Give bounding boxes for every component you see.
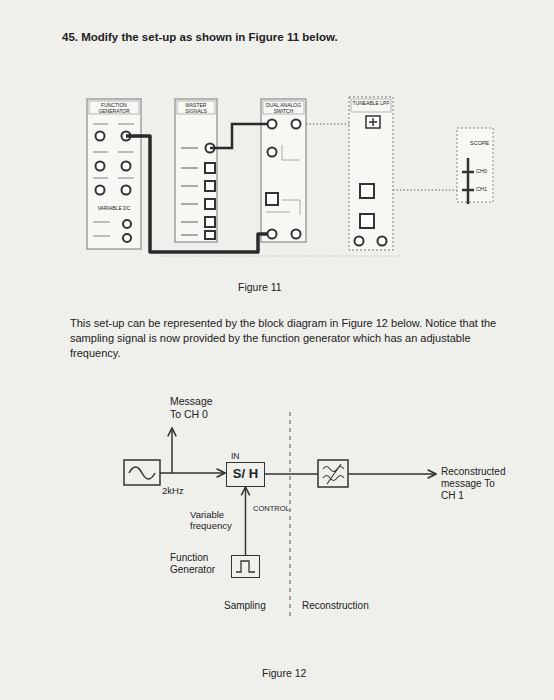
- description-text: This set-up can be represented by the bl…: [70, 316, 510, 361]
- output-label: Reconstructed message To CH 1: [441, 466, 497, 502]
- master-signals-panel: [175, 99, 217, 242]
- heading: 45. Modify the set-up as shown in Figure…: [62, 31, 482, 45]
- frequency-label: 2kHz: [162, 485, 202, 496]
- control-connector: [245, 487, 247, 555]
- sockets: [96, 132, 132, 243]
- function-generator-block: Function Generator: [231, 555, 260, 578]
- low-pass-filter-box: [318, 460, 348, 487]
- sine-source-box: [124, 460, 160, 485]
- panel-name: TUNEABLE LPF: [350, 100, 392, 106]
- square-wave-symbol: [236, 561, 255, 572]
- patch-wire: [306, 123, 349, 124]
- panel-name: FUNCTION GENERATOR: [88, 102, 140, 114]
- node-text: S/ H: [233, 467, 258, 482]
- tuneable-lpf-panel: [349, 97, 393, 250]
- section-label: Sampling: [224, 600, 284, 612]
- controls: [355, 116, 387, 246]
- sockets: [205, 144, 215, 240]
- panel-name: MASTER SIGNALS: [176, 102, 216, 114]
- scope-inputs: [462, 158, 474, 204]
- panel-header: [89, 101, 139, 114]
- panel-header: [351, 99, 391, 112]
- sample-hold-block: S/ H: [226, 462, 265, 487]
- signal-name: CH1: [476, 186, 496, 193]
- bench-outline: [160, 256, 400, 257]
- figure-label: Figure 11: [238, 281, 308, 294]
- dual-analog-switch-panel: [261, 99, 306, 242]
- patch-wire: [393, 189, 457, 190]
- signal-wire: [160, 472, 225, 474]
- panel-name: DUAL ANALOG SWITCH: [262, 102, 305, 114]
- signal-name: CH0: [476, 168, 496, 175]
- signal-wire: [348, 473, 436, 475]
- module-illustration: [87, 97, 493, 256]
- port-label: IN: [231, 451, 251, 461]
- panel-name: SCOPE: [470, 140, 496, 147]
- port-label: CONTROL: [253, 504, 303, 513]
- node-text: Function Generator: [170, 552, 228, 575]
- panel-markings: [181, 148, 198, 235]
- signal-label: Variable frequency: [190, 509, 240, 532]
- panel-header: [263, 101, 304, 114]
- section-divider: [290, 412, 291, 618]
- function-generator-panel: [87, 99, 141, 249]
- panel-markings: [93, 124, 134, 236]
- patch-wire: [210, 124, 268, 148]
- patch-wire: [126, 136, 268, 252]
- panel-markings: [266, 145, 300, 215]
- signal-label: Message To CH 0: [170, 395, 226, 420]
- signal-wire: [265, 473, 318, 475]
- figure-label: Figure 12: [262, 667, 332, 680]
- signal-wire: [171, 428, 173, 473]
- panel-header: [177, 101, 215, 114]
- panel-name: VARIABLE DC: [88, 205, 140, 211]
- section-label: Reconstruction: [302, 600, 382, 612]
- sockets: [266, 120, 301, 239]
- filter-symbol: [323, 464, 344, 484]
- sine-symbol: [129, 467, 155, 479]
- block-diagram: [124, 412, 436, 618]
